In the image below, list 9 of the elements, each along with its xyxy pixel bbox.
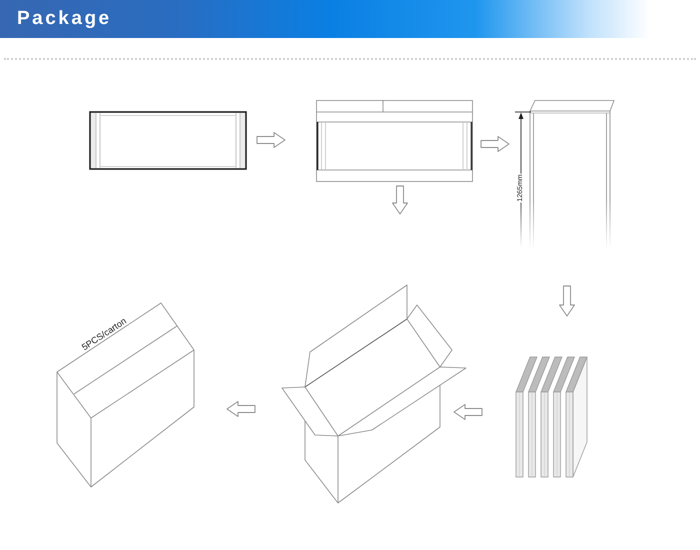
page-title: Package	[17, 7, 112, 31]
arrow	[256, 132, 286, 148]
arrow	[559, 286, 575, 316]
arrow	[226, 401, 256, 417]
flat-panel-drawing	[88, 110, 248, 172]
arrow	[480, 136, 510, 152]
wrapped-panel-drawing	[314, 98, 476, 184]
arrow	[392, 186, 408, 214]
arrow	[454, 404, 482, 420]
